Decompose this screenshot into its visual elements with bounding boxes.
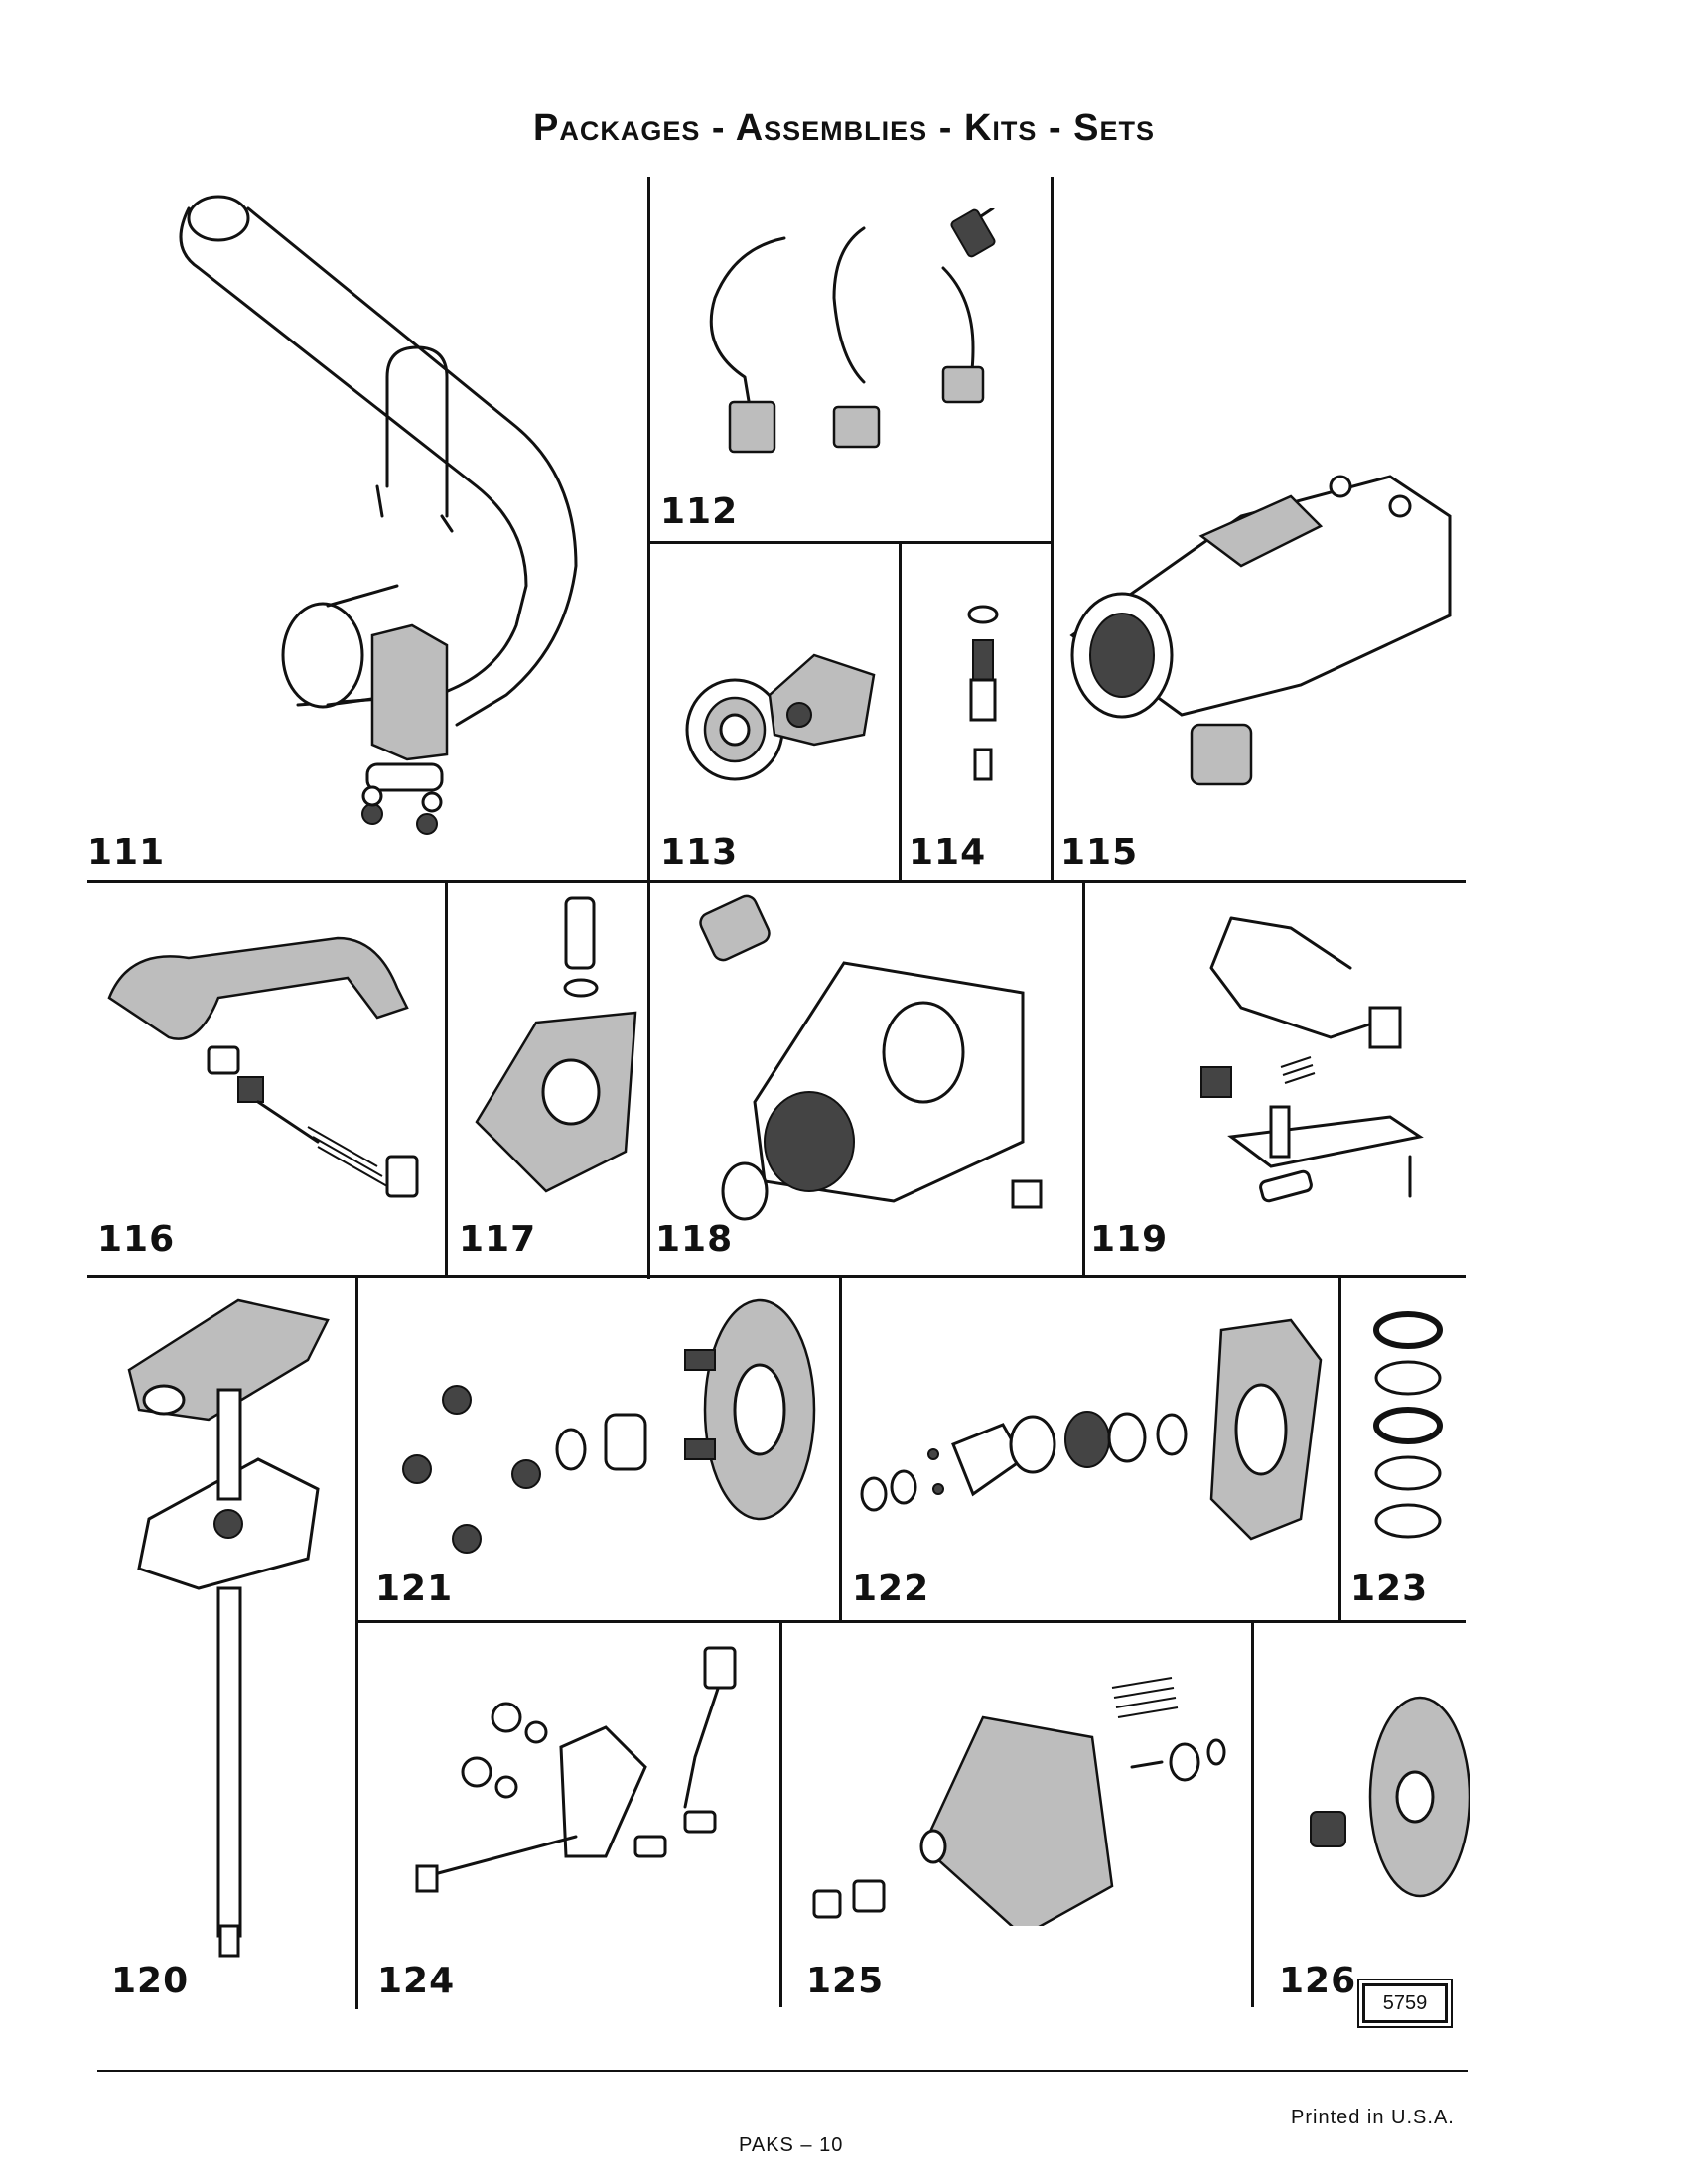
bearing-yoke-assembly-illustration [675,596,894,794]
tailpipe-clamp-kit-illustration [159,189,616,844]
cover-bushing-assembly-illustration [1291,1688,1470,1916]
grid-divider [1082,880,1085,1277]
grid-divider [445,880,448,1277]
seal-ring-set-illustration [1368,1310,1448,1569]
end-frame-bearing-kit-illustration [854,1281,1331,1578]
page-title: Packages - Assemblies - Kits - Sets [532,107,1156,149]
panel-number-119: 119 [1090,1219,1169,1260]
panel-number-116: 116 [97,1219,176,1260]
bracket-bolt-kit-illustration [407,1638,765,1916]
grid-divider [1051,177,1054,882]
grid-divider [839,1275,842,1622]
grid-divider [1338,1275,1341,1622]
catalog-stamp: 5759 [1357,1979,1453,2028]
panel-number-122: 122 [852,1569,930,1609]
panel-number-115: 115 [1060,832,1139,873]
page-identifier: PAKS – 10 [739,2134,844,2156]
gear-housing-assembly-illustration [457,893,645,1211]
panel-number-126: 126 [1279,1961,1357,2001]
brush-lead-set-illustration [675,208,1033,467]
pump-cover-spring-kit-illustration [794,1648,1231,1926]
grid-divider [779,1620,782,2007]
grid-divider [1251,1620,1254,2007]
shaft-plate-assembly-illustration [119,1291,348,1966]
printed-in-usa: Printed in U.S.A. [1291,2107,1455,2128]
valve-stem-kit-illustration [943,601,1023,799]
panel-number-120: 120 [111,1961,190,2001]
panel-number-121: 121 [375,1569,454,1609]
grid-divider [899,541,902,882]
grid-divider [647,541,1053,544]
panel-number-123: 123 [1350,1569,1429,1609]
grid-divider [87,1275,1466,1278]
grid-divider [647,177,650,1279]
footer-rule [97,2070,1468,2072]
linkage-bracket-kit-illustration [1172,908,1450,1236]
panel-number-124: 124 [377,1961,456,2001]
panel-number-117: 117 [459,1219,537,1260]
brush-holder-plate-kit-illustration [387,1291,824,1588]
panel-number-113: 113 [660,832,739,873]
grid-divider [355,1620,1466,1623]
housing-assembly-illustration [1062,417,1460,834]
grid-divider [87,880,1466,883]
panel-number-111: 111 [87,832,166,873]
grid-divider [355,1275,358,2009]
panel-number-118: 118 [655,1219,734,1260]
panel-number-112: 112 [660,491,739,532]
case-bushing-assembly-illustration [695,884,1053,1231]
handle-spring-kit-illustration [99,928,437,1226]
panel-number-125: 125 [806,1961,885,2001]
panel-number-114: 114 [909,832,987,873]
